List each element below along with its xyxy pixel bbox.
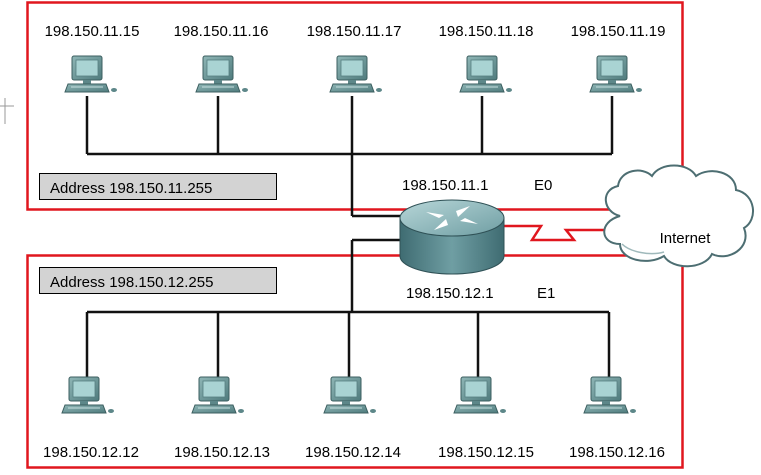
computer-icon (323, 376, 377, 414)
bottom-host (323, 376, 377, 414)
computer-icon (453, 376, 507, 414)
cloud-label: Internet (660, 230, 712, 247)
top-host (195, 55, 249, 93)
top-broadcast-box: Address 198.150.11.255 (39, 173, 277, 200)
top-host (64, 55, 118, 93)
top-bus (85, 96, 614, 218)
top-host-ip: 198.150.11.16 (174, 23, 269, 40)
bottom-host-ip: 198.150.12.12 (43, 444, 139, 461)
top-host (589, 55, 643, 93)
bottom-host-ip: 198.150.12.14 (305, 444, 401, 461)
computer-icon (195, 55, 249, 93)
top-host (459, 55, 513, 93)
computer-icon (61, 376, 115, 414)
computer-icon (589, 55, 643, 93)
computer-icon (64, 55, 118, 93)
bottom-host-ip: 198.150.12.15 (438, 444, 534, 461)
router-icon (399, 199, 505, 275)
cloud-icon (603, 164, 754, 268)
computer-icon (191, 376, 245, 414)
bottom-host (583, 376, 637, 414)
bottom-host (453, 376, 507, 414)
computer-icon (459, 55, 513, 93)
router-e0-address: 198.150.11.1 (402, 177, 488, 194)
bottom-host (61, 376, 115, 414)
bottom-broadcast-box: Address 198.150.12.255 (39, 267, 277, 294)
bottom-network-boundary (26, 254, 684, 469)
bottom-host (191, 376, 245, 414)
top-network-boundary (26, 1, 684, 211)
bottom-bus (85, 238, 611, 385)
top-broadcast-label: Address 198.150.11.255 (50, 180, 212, 197)
router-e1-name: E1 (537, 285, 555, 302)
top-host-ip: 198.150.11.15 (45, 23, 140, 40)
computer-icon (583, 376, 637, 414)
computer-icon (329, 55, 383, 93)
wan-link (500, 224, 608, 242)
router-e1-address: 198.150.12.1 (406, 285, 494, 302)
top-host-ip: 198.150.11.17 (307, 23, 402, 40)
top-host (329, 55, 383, 93)
top-host-ip: 198.150.11.18 (439, 23, 534, 40)
bottom-host-ip: 198.150.12.13 (174, 444, 270, 461)
router-e0-name: E0 (534, 177, 552, 194)
bottom-host-ip: 198.150.12.16 (569, 444, 665, 461)
bottom-broadcast-label: Address 198.150.12.255 (50, 274, 213, 291)
top-host-ip: 198.150.11.19 (571, 23, 666, 40)
